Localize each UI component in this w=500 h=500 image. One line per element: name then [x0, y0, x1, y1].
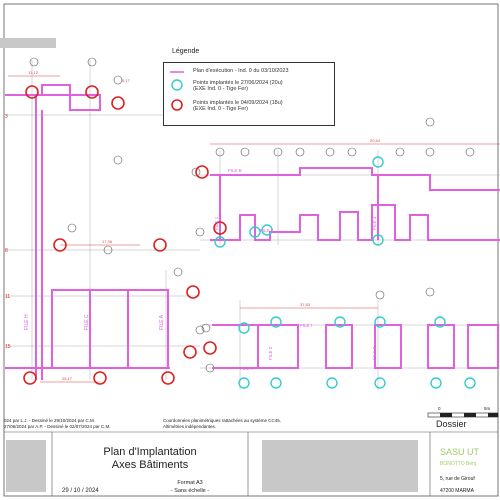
legend-box [163, 62, 335, 126]
file-label-right-bottom-2: FILE 2 [268, 346, 273, 360]
legend-row-1: Points implantés le 27/06/2024 (20u)(EXE… [193, 80, 283, 92]
dim-2: 25,17 [62, 376, 73, 381]
file-label-left-2: FILE A [159, 314, 165, 330]
title-date: 29 / 10 / 2024 [62, 488, 99, 494]
legend-row-1-sub: (EXE Ind. 0 - Tige Fer) [193, 86, 249, 92]
legend-second-circle [171, 99, 183, 111]
revision-notes: 024 par L.J. - Dessiné le 29/10/2024 par… [4, 418, 111, 430]
revision-0: 024 par L.J. - Dessiné le 29/10/2024 par… [4, 418, 96, 423]
file-label-left-1: FILE C [84, 314, 90, 330]
file-label-right-top-1: FILE 1 [214, 216, 219, 230]
scale-bar [427, 412, 499, 418]
title-2: Axes Bâtiments [112, 459, 189, 471]
dim-5: 9,17 [122, 78, 131, 83]
note-1: Altimétries indépendantes. [163, 424, 217, 429]
sheet-frame [3, 3, 499, 497]
company-address-2: 47200 MARMA [440, 488, 475, 494]
file-label-right-top-2: FILE 4 [372, 216, 377, 230]
file-label-right-top-3: FILE 7 [260, 228, 274, 233]
row-label-0: 3 [5, 114, 8, 120]
legend-row-2-text: Points implantés le 04/09/2024 (18u) [193, 100, 283, 106]
file-label-right-bottom-3: FILE 3 [372, 346, 377, 360]
title-format: Format A3 [177, 480, 202, 486]
legend-symbols [170, 71, 184, 111]
redacted-client [262, 440, 418, 492]
file-label-right-bottom-0: FILE I [300, 323, 312, 328]
legend-first-circle [171, 79, 183, 91]
row-label-1: 8 [5, 248, 8, 254]
dim-1: 17,36 [102, 239, 113, 244]
right-building-bottom [200, 287, 500, 390]
title-1: Plan d'Implantation [103, 446, 196, 458]
dossier-label: Dossier [436, 419, 467, 429]
scale-five: 5m [484, 406, 491, 411]
note-0: Coordonnées planimétriques rattachées au… [163, 418, 282, 423]
legend-row-2: Points implantés le 04/09/2024 (18u)(EXE… [193, 100, 283, 112]
coordinates-notes: Coordonnées planimétriques rattachées au… [163, 418, 281, 430]
file-label-left-0: FILE H [24, 314, 30, 330]
dim-3: 20,54 [370, 138, 381, 143]
file-label-right-bottom-1: FILE K [240, 366, 254, 371]
title-scale: - Sans échelle - [171, 488, 209, 494]
redacted-header [0, 38, 56, 48]
dim-4: 37,83 [300, 302, 311, 307]
redacted-logo [6, 440, 46, 492]
right-building-top [191, 117, 500, 248]
legend-row-0: Plan d'exécution - Ind. 0 du 03/10/2023 [193, 68, 289, 74]
company-manager: BONOTTO Benj [440, 461, 476, 467]
company-address-1: 5, rue de Girouf [440, 476, 475, 482]
dim-0: 13,12 [28, 70, 39, 75]
row-label-3: 15 [5, 344, 11, 350]
file-label-right-top-0: FILE B [228, 168, 242, 173]
legend-row-2-sub: (EXE Ind. 0 - Tige Fer) [193, 106, 249, 112]
company-name: SASU UT [440, 447, 480, 457]
legend-row-1-text: Points implantés le 27/06/2024 (20u) [193, 80, 283, 86]
legend-row-0-text: Plan d'exécution - Ind. 0 du 03/10/2023 [193, 68, 289, 74]
revision-1: 27/06/2024 par A.P. - Dessiné le 02/07/2… [4, 424, 111, 429]
row-label-2: 11 [5, 294, 10, 300]
scale-zero: 0 [438, 406, 441, 411]
legend-title: Légende [172, 48, 200, 55]
title-block [4, 431, 498, 496]
